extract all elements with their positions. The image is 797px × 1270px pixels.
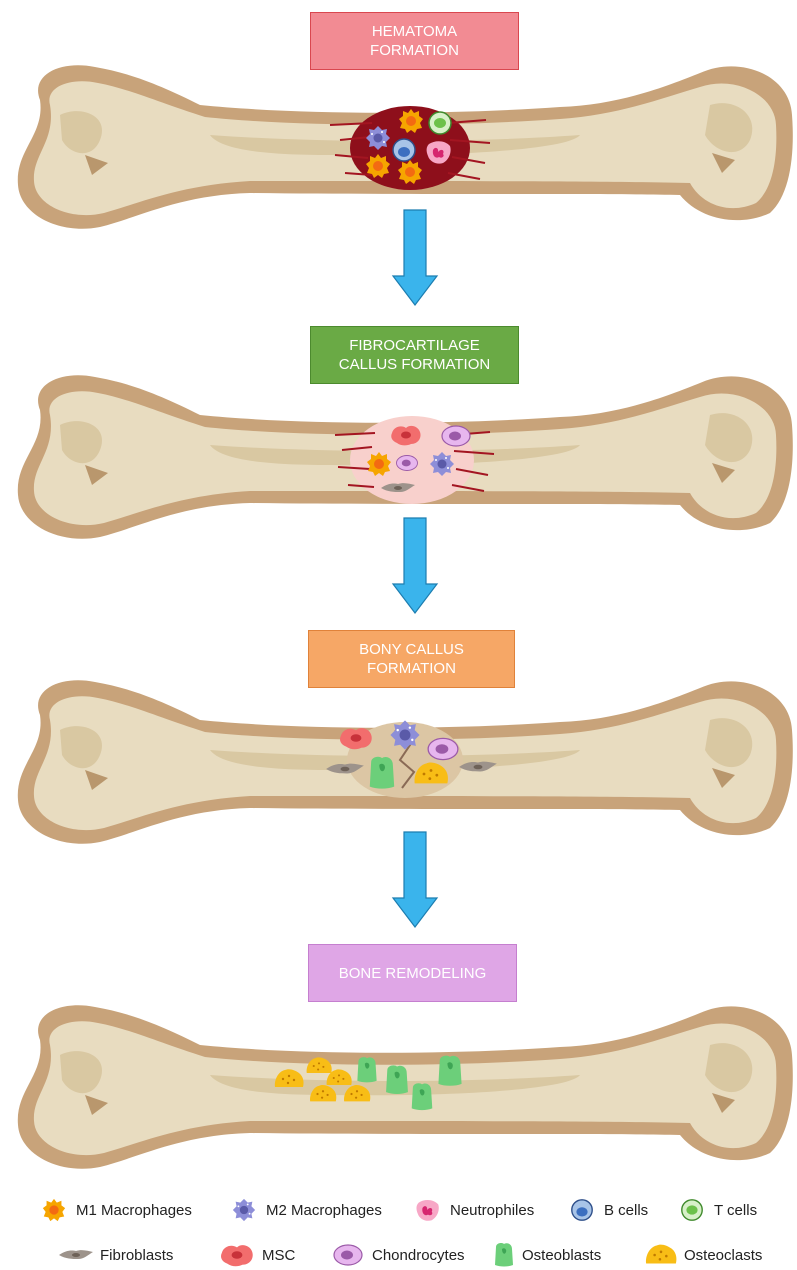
down-arrow-icon (390, 516, 440, 616)
fibroblast-icon (58, 1247, 94, 1263)
m1-macrophage-icon (38, 1197, 70, 1223)
legend-item-msc: MSC (218, 1240, 295, 1270)
m2-macrophage-icon (228, 1197, 260, 1223)
osteoblast-icon (412, 1083, 433, 1110)
osteoblast-icon (438, 1056, 461, 1086)
legend-item-t-cells: T cells (676, 1195, 757, 1225)
m2-macrophage-icon (390, 720, 419, 749)
legend-row-1: M1 Macrophages M2 Macrophages Neutrophil… (0, 1195, 797, 1225)
legend-label: Osteoblasts (522, 1247, 601, 1264)
chondrocyte-icon (442, 426, 470, 446)
osteoblast-icon (357, 1057, 376, 1082)
down-arrow-icon (390, 830, 440, 930)
bone-hematoma (0, 45, 797, 235)
legend-label: Neutrophiles (450, 1202, 534, 1219)
osteoclast-icon (644, 1242, 678, 1268)
stage-label-line: FIBROCARTILAGE (349, 336, 480, 355)
stage-label-line: BONE REMODELING (339, 964, 487, 983)
t-cell-icon (429, 112, 451, 134)
legend-label: T cells (714, 1202, 757, 1219)
legend-item-osteoclasts: Osteoclasts (644, 1240, 762, 1270)
msc-icon (218, 1242, 256, 1268)
legend-label: M1 Macrophages (76, 1202, 192, 1219)
m2-macrophage-icon (366, 126, 390, 150)
legend-label: Chondrocytes (372, 1247, 465, 1264)
stage-label-line: HEMATOMA (372, 22, 457, 41)
legend-item-m2: M2 Macrophages (228, 1195, 382, 1225)
chondrocyte-icon (397, 456, 418, 471)
legend-item-m1: M1 Macrophages (38, 1195, 192, 1225)
legend-item-neutrophiles: Neutrophiles (412, 1195, 534, 1225)
osteoblast-icon (370, 757, 394, 789)
chondrocyte-icon (428, 738, 458, 759)
legend-item-osteoblasts: Osteoblasts (492, 1240, 601, 1270)
b-cell-icon (566, 1197, 598, 1223)
legend-item-b-cells: B cells (566, 1195, 648, 1225)
legend-label: Osteoclasts (684, 1247, 762, 1264)
bone-remodeling (0, 985, 797, 1175)
legend-item-fibroblasts: Fibroblasts (58, 1240, 173, 1270)
down-arrow-icon (390, 208, 440, 308)
stage-label-line: BONY CALLUS (359, 640, 464, 659)
legend-item-chondrocytes: Chondrocytes (330, 1240, 465, 1270)
t-cell-icon (676, 1197, 708, 1223)
legend-label: B cells (604, 1202, 648, 1219)
legend-label: MSC (262, 1247, 295, 1264)
legend-row-2: Fibroblasts MSC Chondrocytes Osteoblasts… (0, 1240, 797, 1270)
osteoblast-icon (386, 1065, 408, 1094)
m2-macrophage-icon (430, 452, 454, 476)
osteoblast-icon (492, 1241, 516, 1269)
legend-label: M2 Macrophages (266, 1202, 382, 1219)
b-cell-icon (393, 139, 415, 161)
chondrocyte-icon (330, 1243, 366, 1267)
bone-bony-callus (0, 660, 797, 850)
neutrophile-icon (412, 1197, 444, 1223)
legend-label: Fibroblasts (100, 1247, 173, 1264)
